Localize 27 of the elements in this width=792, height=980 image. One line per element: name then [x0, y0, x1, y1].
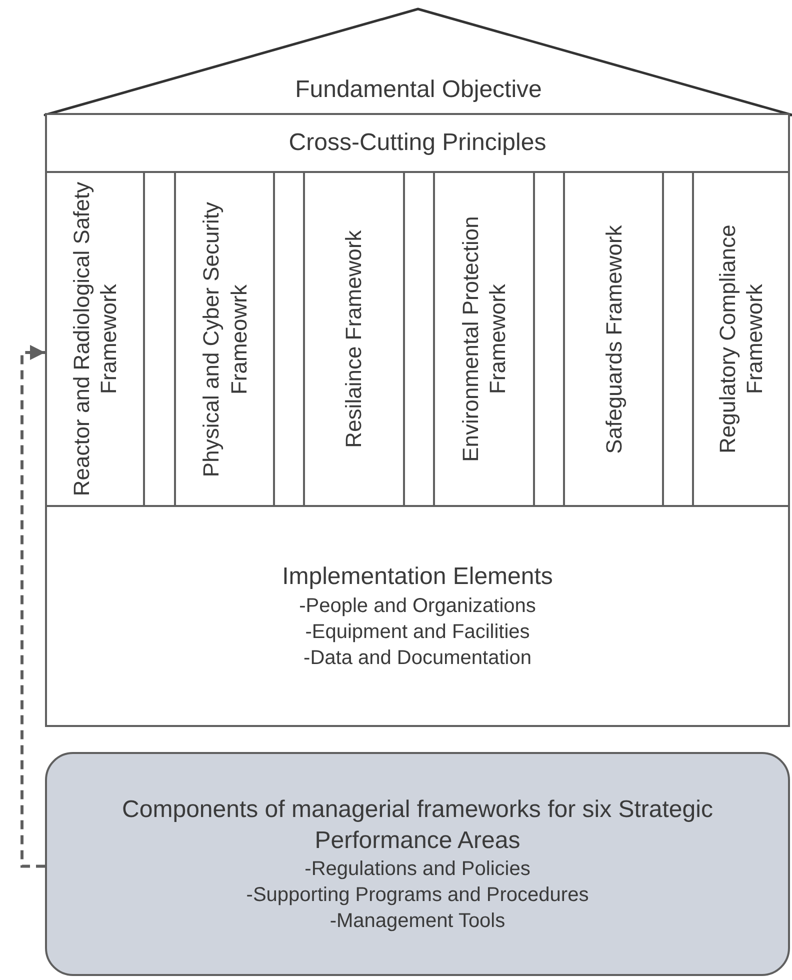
- pillar-box: [433, 171, 535, 507]
- pillar-label: Regulatory Compliance Framework: [714, 224, 768, 456]
- list-item: -Regulations and Policies: [304, 857, 530, 882]
- pillar-box: [303, 171, 405, 507]
- label-text: Cross-Cutting Principles: [288, 128, 546, 158]
- label-text: Fundamental Objective: [295, 74, 542, 105]
- components-box: [45, 752, 790, 976]
- pillar-box: [174, 171, 275, 507]
- heading-text: Components of managerial frameworks for six Strategic Performance Areas: [121, 794, 714, 856]
- list-item: -Management Tools: [330, 909, 506, 934]
- pillar-label: Safeguards Framework: [600, 224, 627, 456]
- list-item: -Supporting Programs and Procedures: [246, 883, 589, 908]
- pillar-box: [563, 171, 664, 507]
- dashed-arrow: [20, 344, 45, 868]
- list-item: -People and Organizations: [299, 594, 536, 619]
- pillar-label: Physical and Cyber Security Frameowrk: [197, 200, 252, 479]
- pillar-box: [45, 171, 145, 507]
- list-item: -Data and Documentation: [304, 646, 532, 671]
- principles-band: [45, 113, 790, 173]
- roof-triangle: [45, 8, 792, 115]
- heading-text: Implementation Elements: [282, 562, 553, 592]
- list-item: -Equipment and Facilities: [305, 620, 530, 645]
- pillar-box: [692, 171, 790, 507]
- pillar-label: Environmental Protection Framework: [456, 215, 511, 464]
- pillar-label: Reactor and Radiological Safety Framework: [68, 181, 122, 497]
- implementation-box: [45, 505, 790, 727]
- pillar-label: Resilaince Framework: [340, 229, 368, 450]
